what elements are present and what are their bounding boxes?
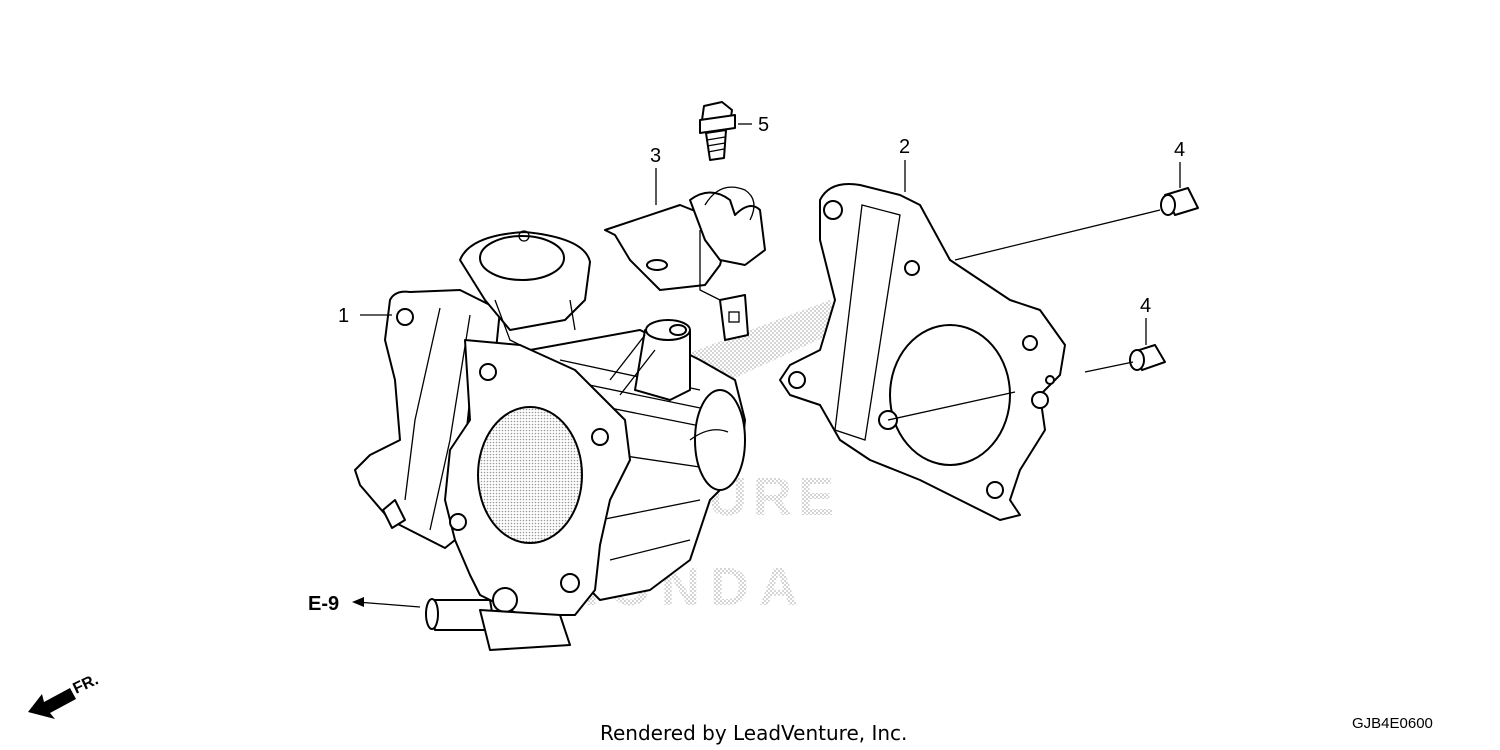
callout-part-2: 2 xyxy=(899,136,910,158)
callout-part-5: 5 xyxy=(758,114,769,136)
footer-credit: Rendered by LeadVenture, Inc. xyxy=(600,721,907,745)
cylinder-drawing xyxy=(354,230,746,651)
bracket-drawing xyxy=(604,186,766,341)
bracket-clip xyxy=(689,191,766,266)
callout-part-4-upper: 4 xyxy=(1174,139,1185,161)
diagram-code: GJB4E0600 xyxy=(1352,715,1433,732)
callout-part-1: 1 xyxy=(338,305,349,327)
reference-e9[interactable]: E-9 xyxy=(308,593,339,615)
dowel-pin-upper-drawing xyxy=(1160,187,1199,216)
dowel-pin-lower-drawing xyxy=(1129,344,1166,371)
front-label: FR. xyxy=(71,671,102,697)
callout-part-4-lower: 4 xyxy=(1140,295,1151,317)
front-direction-indicator: FR. xyxy=(28,671,101,719)
gasket-drawing xyxy=(779,183,1066,521)
front-arrow-icon xyxy=(28,688,76,719)
bolt-drawing xyxy=(699,101,736,161)
leader-lines xyxy=(352,123,1181,608)
callout-part-3: 3 xyxy=(650,145,661,167)
